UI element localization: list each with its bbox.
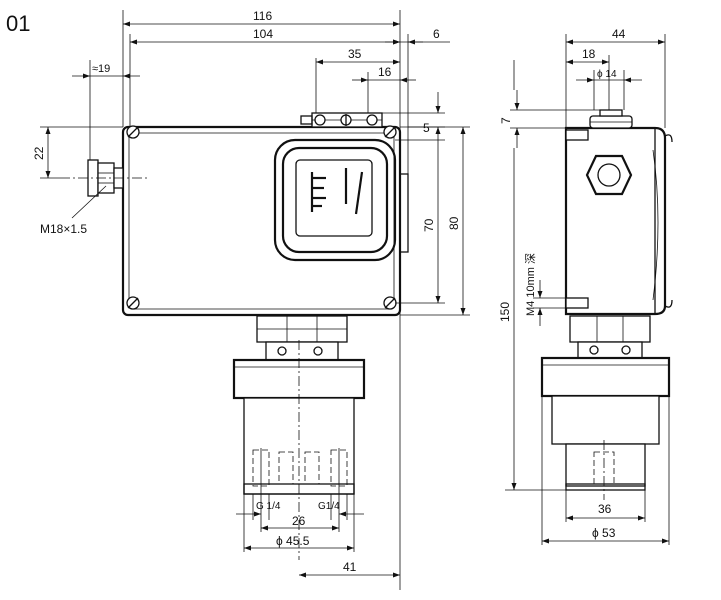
port-left-label: G 1/4 xyxy=(256,501,281,512)
figure-id: 01 xyxy=(6,11,30,36)
corner-screw-icon xyxy=(126,125,397,310)
indicator-window xyxy=(273,138,397,262)
side-dim-base-diameter: ϕ 53 xyxy=(592,526,616,540)
side-dim-knob-diameter: ϕ 14 xyxy=(597,69,617,80)
dim-port-spacing: 26 xyxy=(292,514,306,528)
front-housing xyxy=(121,125,402,317)
gland-face-icon xyxy=(585,154,633,196)
side-dim-overall-width: 44 xyxy=(612,27,626,41)
side-dimensions: 44 18 ϕ 14 7 150 M4 10mm 深 36 xyxy=(498,27,670,545)
side-dim-overall-height: 150 xyxy=(498,302,512,322)
side-dim-mount-thread: M4 10mm 深 xyxy=(524,253,537,316)
side-dim-knob-offset: 18 xyxy=(582,47,596,61)
side-dim-top-step: 7 xyxy=(499,117,513,124)
pressure-port-right xyxy=(330,448,348,496)
front-view xyxy=(60,112,409,560)
side-dim-foot-width: 36 xyxy=(598,502,612,516)
dim-lug-offset: ≈19 xyxy=(92,63,110,75)
port-right-label: G1/4 xyxy=(318,501,340,512)
pressure-port-left xyxy=(252,448,270,496)
dim-right-offset: 6 xyxy=(433,27,440,41)
dim-body-height: 80 xyxy=(447,216,461,230)
dim-window-height: 70 xyxy=(422,218,436,232)
dim-port-height: 22 xyxy=(32,146,46,160)
dim-top-span: 35 xyxy=(348,47,362,61)
scale-icon xyxy=(310,168,364,215)
side-knob-icon xyxy=(589,109,633,129)
dim-base-diameter: ϕ 45.5 xyxy=(276,534,310,548)
adjust-knob-icon xyxy=(300,112,383,128)
dim-base-offset: 41 xyxy=(343,560,357,574)
dim-top-step: 5 xyxy=(423,121,430,135)
dim-overall-width: 116 xyxy=(253,9,272,23)
side-view xyxy=(540,109,673,500)
dim-top-small: 16 xyxy=(378,65,392,79)
dim-body-width: 104 xyxy=(253,27,273,41)
front-dimensions: 116 104 6 ≈19 35 16 5 70 xyxy=(32,9,470,590)
thread-label: M18×1.5 xyxy=(40,222,87,236)
